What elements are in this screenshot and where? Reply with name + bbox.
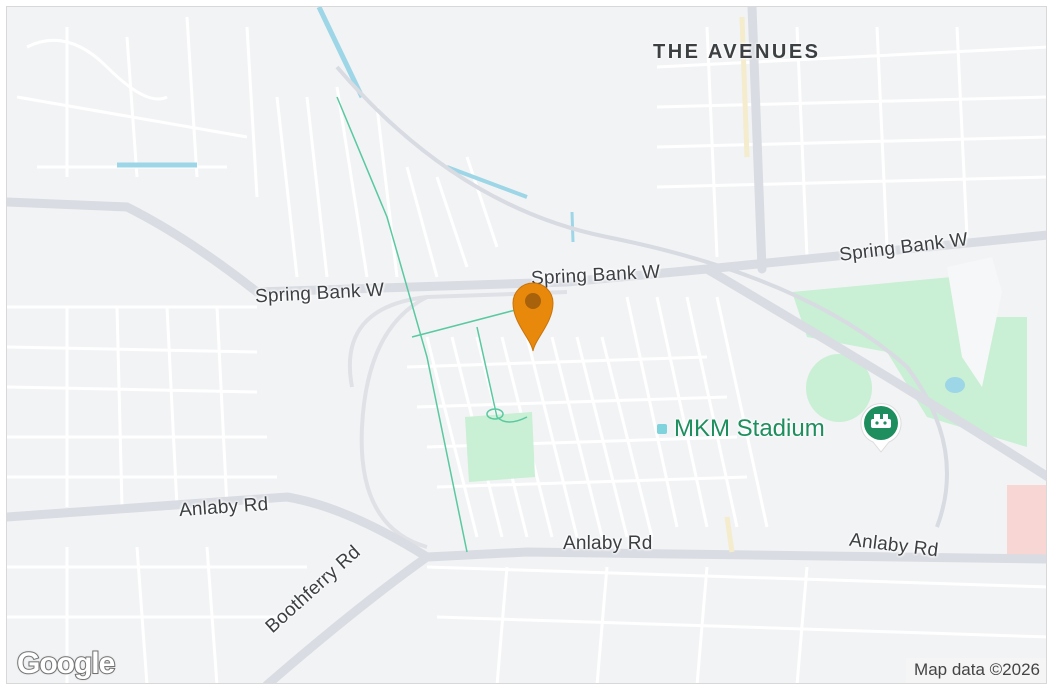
map-attribution[interactable]: Map data ©2026	[906, 658, 1046, 683]
map-view[interactable]: THE AVENUES Spring Bank W Spring Bank W …	[6, 6, 1047, 684]
street-label-anlaby-rd: Anlaby Rd	[563, 533, 653, 554]
poi-mkm-stadium[interactable]: MKM Stadium	[657, 415, 825, 443]
map-pin-icon[interactable]	[505, 273, 561, 353]
poi-marker-square	[657, 424, 667, 434]
stadium-icon[interactable]	[858, 400, 904, 454]
area-label: THE AVENUES	[653, 41, 821, 63]
map-base-layer	[7, 7, 1046, 683]
poi-label: MKM Stadium	[674, 415, 825, 442]
google-logo: Google	[16, 646, 116, 681]
